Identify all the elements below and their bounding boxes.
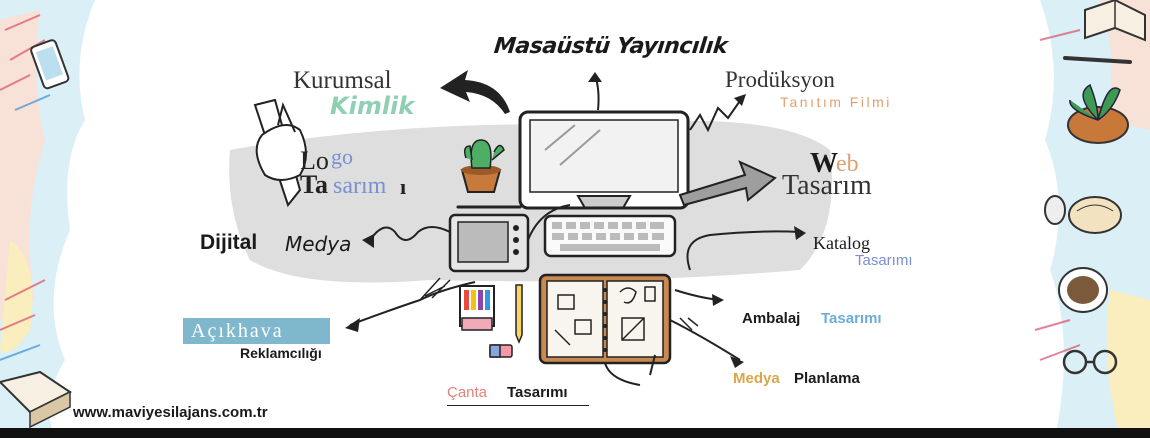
- arrow-web: [678, 160, 777, 207]
- label-reklamciligi: Reklamcılığı: [240, 345, 322, 361]
- pencil-icon: [515, 284, 523, 344]
- arrow-medya: [679, 317, 699, 331]
- logo-lo: Lo: [300, 146, 329, 175]
- monitor-icon: [518, 110, 690, 210]
- plant-icon: [1067, 83, 1129, 144]
- books-icon: [0, 370, 72, 429]
- label-dijital: Dijital: [200, 231, 258, 254]
- arrow-acikhava: [345, 277, 451, 332]
- bottom-bar: [0, 428, 1150, 438]
- logo-end: ı: [400, 174, 407, 199]
- markers-icon: [459, 285, 495, 331]
- logo-go: go: [331, 144, 353, 169]
- label-acikhava: Açıkhava: [183, 318, 330, 344]
- label-medya-planlama-2: Planlama: [794, 370, 860, 387]
- label-katalog: Katalog: [813, 233, 870, 253]
- canta-1: Çanta: [447, 384, 488, 401]
- phone-icon: [30, 39, 70, 90]
- logo-sarimi: sarım: [333, 173, 387, 199]
- croissant-icon: [1068, 196, 1122, 234]
- label-medya-planlama-1: Medya: [733, 370, 780, 387]
- label-canta: Çanta Tasarımı: [447, 385, 589, 406]
- hand-drawing-icon: [253, 98, 307, 208]
- web-w: W: [810, 148, 838, 179]
- right-strokes: [1034, 29, 1081, 361]
- label-produksyon: Prodüksyon: [725, 67, 835, 92]
- glasses-icon: [1062, 349, 1118, 375]
- arrow-heads: [362, 72, 806, 368]
- tablet-icon: [448, 205, 530, 273]
- label-ambalaj: Ambalaj: [742, 310, 801, 327]
- arrow-kurumsal: [440, 70, 510, 114]
- label-kurumsal: Kurumsal: [293, 67, 392, 94]
- canta-2: Tasarımı: [507, 384, 568, 401]
- label-katalog-tasarimi: Tasarımı: [855, 252, 913, 269]
- coffee-cup-icon: [1058, 267, 1108, 313]
- left-strokes: [0, 14, 46, 331]
- label-tanitim: Tanıtım Filmi: [780, 94, 892, 110]
- label-medya: Medya: [285, 232, 352, 256]
- cactus-icon: [460, 139, 505, 193]
- label-kimlik: Kimlik: [330, 92, 415, 120]
- open-book-icon: [1084, 0, 1146, 42]
- connectors: [349, 74, 801, 386]
- eraser-icon: [489, 344, 513, 358]
- website-url[interactable]: www.maviyesilajans.com.tr: [73, 404, 268, 421]
- notebook-icon: [538, 273, 672, 365]
- logo-ta: Ta: [300, 170, 328, 199]
- web-eb: eb: [836, 151, 859, 177]
- left-watercolor: [0, 0, 95, 438]
- label-masaustu: Masaüstü Yayıncılık: [492, 34, 729, 59]
- web-tasarim: Tasarım: [782, 170, 872, 201]
- keyboard-icon: [543, 214, 677, 258]
- label-ambalaj-tasarimi: Tasarımı: [821, 310, 882, 327]
